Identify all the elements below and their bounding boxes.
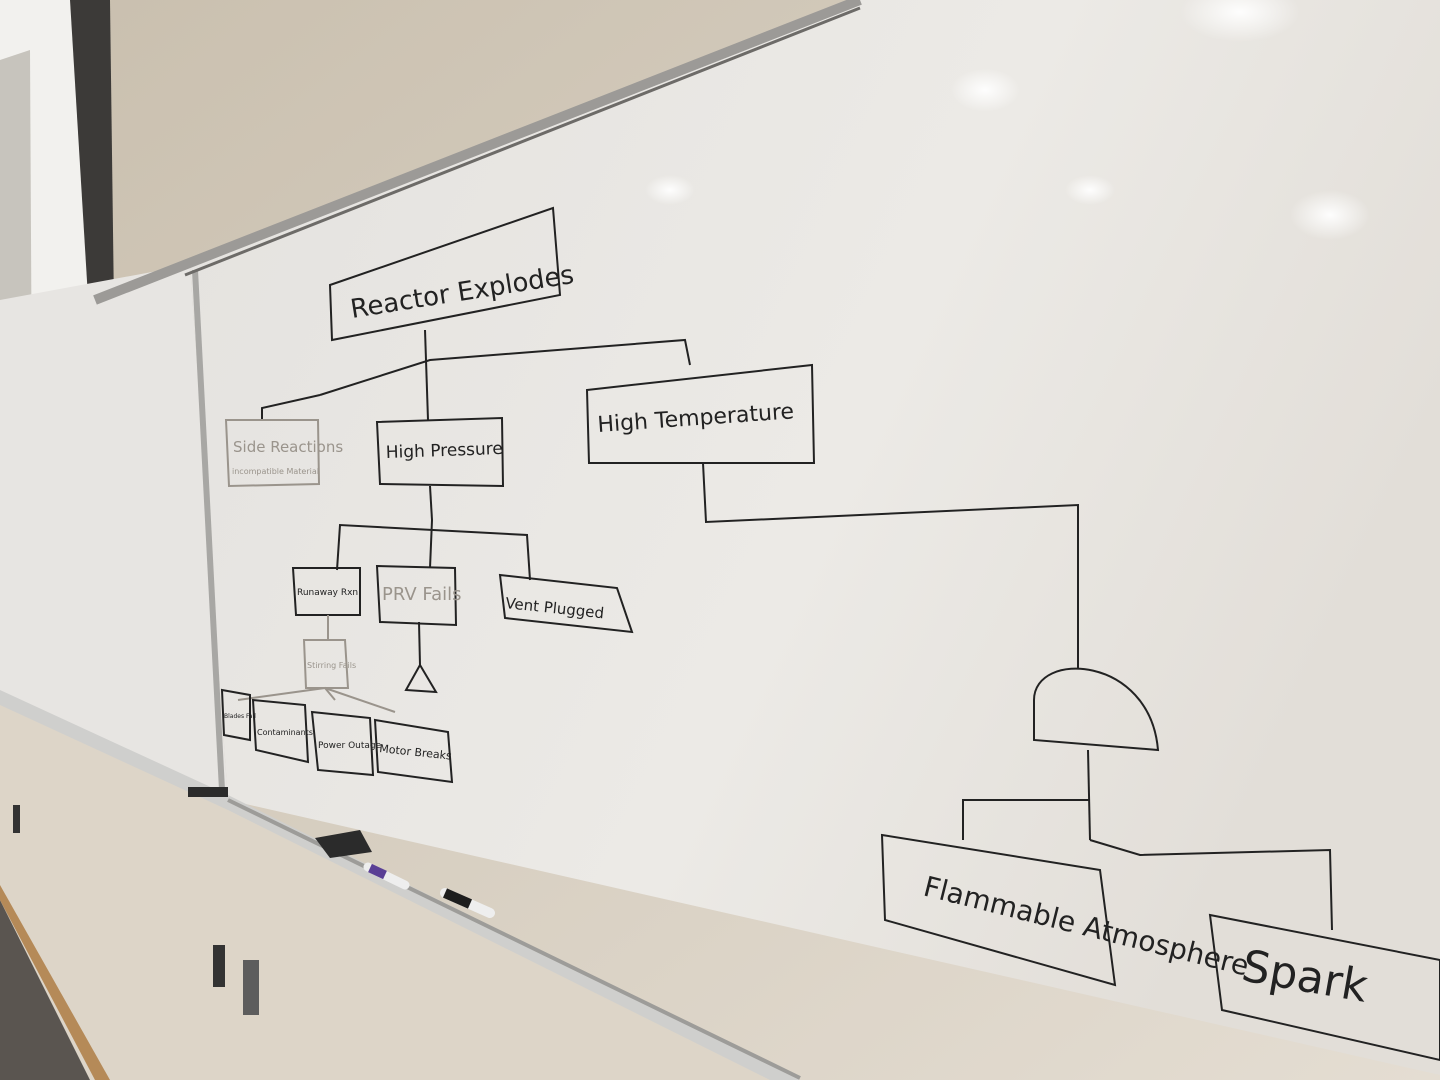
whiteboard [190, 0, 1440, 1075]
node-box-high-pressure [375, 416, 505, 488]
floor-carpet [0, 900, 90, 1080]
ceiling-light-glare-5 [1065, 175, 1115, 205]
node-box-prv [375, 564, 458, 627]
label-prv: PRV Fails [382, 584, 462, 605]
marker-black[interactable] [440, 888, 495, 918]
eraser[interactable] [315, 830, 372, 858]
node-box-high-temperature [585, 363, 816, 464]
tray-clip [188, 787, 228, 797]
node-box-power [310, 710, 375, 777]
label-blades: Blades Fall [224, 713, 256, 720]
node-box-contaminants [251, 698, 310, 764]
node-box-blades [220, 688, 251, 742]
node-box-vent [498, 573, 634, 634]
label-contaminants: Contaminants [257, 728, 313, 737]
fault-tree [220, 206, 1440, 1062]
map-rail [93, 0, 862, 305]
label-stirring: Stirring Fails [307, 661, 356, 670]
node-box-motor [373, 718, 454, 784]
label-high-pressure: High Pressure [385, 439, 503, 463]
label-side-reactions: Side Reactions [233, 438, 343, 456]
wood-trim [0, 885, 110, 1080]
node-box-runaway [291, 567, 361, 616]
outlet-1 [213, 945, 225, 987]
label-side-reactions-sub: incompatible Material [232, 467, 319, 476]
node-box-flammable [880, 833, 1117, 987]
node-box-side-reactions [224, 419, 321, 488]
and-gate [1033, 667, 1160, 752]
node-box-top [328, 206, 562, 342]
label-power: Power Outage [318, 741, 382, 751]
node-box-spark [1208, 913, 1440, 1062]
map-rail-edge [184, 6, 861, 277]
ceiling-light-glare-1 [1180, 0, 1300, 42]
node-box-stirring [302, 639, 350, 689]
whiteboard-left-panel [0, 265, 228, 800]
outlet-left [13, 805, 20, 833]
ceiling-light-glare-2 [950, 68, 1020, 112]
undeveloped-event-triangle [404, 662, 438, 694]
ceiling-light-glare-3 [1290, 190, 1370, 240]
label-runaway: Runaway Rxn [297, 588, 358, 598]
marker-purple[interactable] [363, 862, 410, 890]
panel-seam [192, 269, 225, 791]
outlet-2 [243, 960, 259, 1015]
ceiling-light-glare-4 [645, 175, 695, 205]
